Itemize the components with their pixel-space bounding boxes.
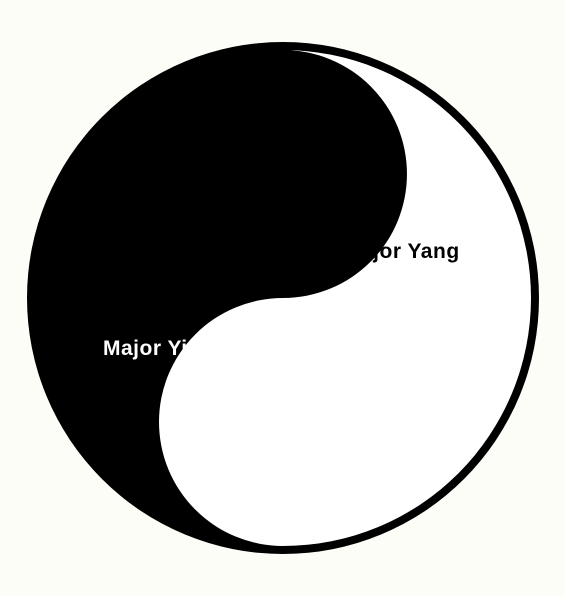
major-yang-label: Major Yang bbox=[343, 240, 460, 263]
minor-yang-dot bbox=[222, 388, 290, 456]
minor-yin-label: Minor Yin bbox=[260, 117, 341, 136]
minor-yang-label: Minor Yang bbox=[203, 465, 300, 484]
major-yin-label: Major Yin bbox=[103, 337, 201, 360]
minor-yin-dot bbox=[273, 144, 341, 212]
